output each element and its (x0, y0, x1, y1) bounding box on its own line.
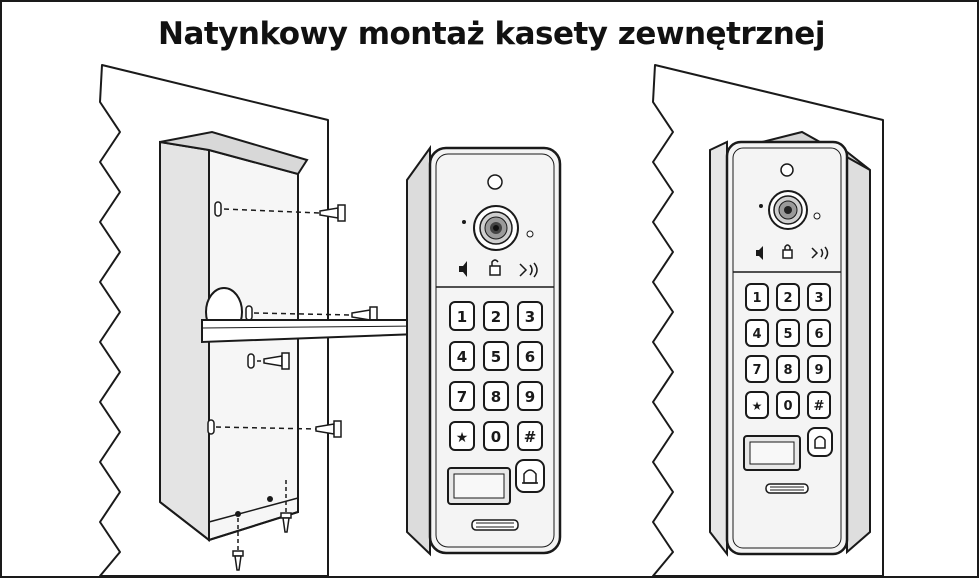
front-panel: 1 2 3 4 5 6 7 8 9 ★ 0 # (406, 144, 562, 557)
key-0: 0 (483, 421, 509, 451)
svg-text:2: 2 (491, 308, 501, 326)
svg-text:8: 8 (491, 388, 501, 406)
assembled-key-5: 5 (776, 319, 800, 347)
led-icon (487, 174, 503, 190)
svg-text:3: 3 (525, 308, 535, 326)
key-8: 8 (483, 381, 509, 411)
back-housing (159, 130, 309, 543)
assembled-key-2: 2 (776, 283, 800, 311)
key-7: 7 (449, 381, 475, 411)
assembled-bell-icon (807, 427, 833, 457)
bell-icon (515, 459, 545, 493)
assembled-key-hash: # (807, 391, 831, 419)
key-1: 1 (449, 301, 475, 331)
svg-text:9: 9 (525, 388, 535, 406)
mounting-bar (201, 319, 419, 344)
assembled-speaker-grille (765, 483, 809, 494)
svg-text:#: # (814, 399, 825, 414)
assembled-key-3: 3 (807, 283, 831, 311)
svg-text:8: 8 (783, 363, 792, 378)
keypad: 1 2 3 4 5 6 7 8 9 ★ 0 # (449, 301, 543, 451)
svg-text:7: 7 (457, 388, 467, 406)
svg-text:6: 6 (814, 327, 823, 342)
svg-text:9: 9 (814, 363, 823, 378)
svg-text:5: 5 (783, 327, 792, 342)
svg-text:0: 0 (783, 399, 792, 414)
key-9: 9 (517, 381, 543, 411)
svg-text:4: 4 (752, 327, 761, 342)
svg-text:#: # (524, 428, 537, 446)
wireless-icon (519, 262, 538, 278)
svg-text:6: 6 (525, 348, 535, 366)
svg-text:1: 1 (457, 308, 467, 326)
svg-text:★: ★ (752, 399, 763, 413)
assembled-key-9: 9 (807, 355, 831, 383)
assembled-key-6: 6 (807, 319, 831, 347)
svg-text:2: 2 (783, 291, 792, 306)
speaker-icon (459, 261, 467, 277)
key-hash: # (517, 421, 543, 451)
speaker-grille (471, 519, 519, 531)
assembled-key-4: 4 (745, 319, 769, 347)
assembled-camera-icon (768, 190, 808, 230)
key-6: 6 (517, 341, 543, 371)
wall-screws (215, 204, 378, 571)
assembled-key-1: 1 (745, 283, 769, 311)
diagram-title: Natynkowy montaż kasety zewnętrznej (158, 16, 825, 52)
svg-text:3: 3 (814, 291, 823, 306)
key-5: 5 (483, 341, 509, 371)
assembled-keypad: 1 2 3 4 5 6 7 8 9 ★ 0 # (745, 283, 831, 419)
assembled-key-star: ★ (745, 391, 769, 419)
assembled-key-0: 0 (776, 391, 800, 419)
key-3: 3 (517, 301, 543, 331)
key-star: ★ (449, 421, 475, 451)
assembled-key-7: 7 (745, 355, 769, 383)
svg-text:1: 1 (752, 291, 761, 306)
key-4: 4 (449, 341, 475, 371)
assembled-unit: 1 2 3 4 5 6 7 8 9 ★ 0 # (709, 130, 871, 557)
assembled-key-8: 8 (776, 355, 800, 383)
svg-text:★: ★ (456, 430, 469, 446)
lock-icon (489, 259, 501, 276)
key-2: 2 (483, 301, 509, 331)
camera-icon (473, 205, 519, 251)
svg-text:4: 4 (457, 348, 467, 366)
svg-text:0: 0 (491, 428, 501, 446)
svg-text:7: 7 (752, 363, 761, 378)
svg-text:5: 5 (491, 348, 501, 366)
